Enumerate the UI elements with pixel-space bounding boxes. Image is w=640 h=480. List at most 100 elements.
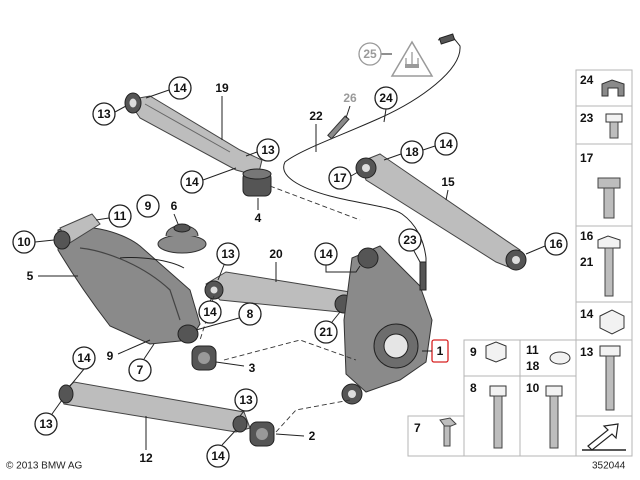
callout-13-bottom-left[interactable]: 13 (34, 412, 58, 436)
svg-text:11: 11 (526, 343, 539, 357)
panel-item-8[interactable]: 8 (470, 381, 507, 449)
next-page-arrow-icon[interactable] (582, 423, 626, 451)
callout-14-right[interactable]: 14 (434, 132, 458, 156)
wear-sensor-cable (283, 33, 461, 290)
panel-item-13[interactable]: 13 (580, 345, 621, 411)
callout-14-mid-left[interactable]: 14 (180, 170, 204, 194)
rubber-bushing-2 (249, 421, 275, 447)
callout-14-top[interactable]: 14 (168, 76, 192, 100)
callout-19[interactable]: 19 (215, 81, 229, 95)
svg-text:25: 25 (363, 47, 377, 61)
panel-item-24[interactable]: 24 (580, 73, 625, 97)
rubber-bushing-3 (191, 345, 217, 371)
svg-text:14: 14 (211, 449, 225, 463)
svg-text:17: 17 (580, 151, 594, 165)
panel-item-16[interactable]: 16 (580, 229, 621, 249)
callout-12[interactable]: 12 (139, 451, 153, 465)
svg-text:10: 10 (526, 381, 540, 395)
callout-13-top[interactable]: 13 (92, 102, 116, 126)
svg-text:24: 24 (580, 73, 594, 87)
svg-text:7: 7 (137, 363, 144, 377)
svg-text:1: 1 (437, 344, 444, 358)
panel-item-7[interactable]: 7 (414, 417, 457, 447)
svg-text:18: 18 (526, 359, 540, 373)
svg-text:13: 13 (39, 417, 53, 431)
svg-text:9: 9 (145, 199, 152, 213)
callout-7-left[interactable]: 7 (128, 358, 152, 382)
svg-text:24: 24 (379, 91, 393, 105)
callout-20[interactable]: 20 (269, 247, 283, 261)
callout-15[interactable]: 15 (441, 175, 455, 189)
rubber-mount-4 (242, 168, 272, 197)
svg-text:10: 10 (17, 235, 31, 249)
panel-item-10[interactable]: 10 (526, 381, 563, 449)
svg-text:18: 18 (405, 145, 419, 159)
svg-text:13: 13 (261, 143, 275, 157)
svg-text:9: 9 (470, 345, 477, 359)
svg-text:15: 15 (441, 175, 455, 189)
svg-text:8: 8 (470, 381, 477, 395)
callout-25[interactable]: 25 (358, 42, 382, 66)
copyright-text: © 2013 BMW AG (6, 461, 83, 472)
tension-strut-12 (58, 381, 251, 433)
svg-text:5: 5 (27, 269, 34, 283)
svg-text:13: 13 (239, 393, 253, 407)
svg-text:21: 21 (580, 255, 594, 269)
callout-2[interactable]: 2 (309, 429, 316, 443)
panel-item-17[interactable]: 17 (580, 151, 621, 219)
electrical-warning-symbol-icon (390, 40, 434, 77)
callout-26[interactable]: 26 (343, 91, 357, 105)
callout-13-mid[interactable]: 13 (216, 242, 240, 266)
trailing-arm-19 (124, 92, 263, 177)
callout-14-left-mid[interactable]: 14 (198, 300, 222, 324)
diagram-number: 352044 (592, 461, 626, 472)
callout-13-upper-right[interactable]: 13 (256, 138, 280, 162)
callout-17[interactable]: 17 (328, 166, 352, 190)
callout-14-center[interactable]: 14 (314, 242, 338, 266)
svg-text:14: 14 (580, 307, 594, 321)
svg-text:14: 14 (185, 175, 199, 189)
svg-text:14: 14 (319, 247, 333, 261)
svg-text:22: 22 (309, 109, 323, 123)
svg-text:26: 26 (343, 91, 357, 105)
svg-text:17: 17 (333, 171, 347, 185)
wishbone-5 (53, 213, 201, 345)
svg-text:2: 2 (309, 429, 316, 443)
svg-text:9: 9 (107, 349, 114, 363)
callout-21-center[interactable]: 21 (314, 320, 338, 344)
camber-arm-20 (204, 271, 357, 314)
callout-4[interactable]: 4 (255, 211, 262, 225)
callout-24[interactable]: 24 (374, 86, 398, 110)
callout-5[interactable]: 5 (27, 269, 34, 283)
callout-16[interactable]: 16 (544, 232, 568, 256)
svg-text:14: 14 (77, 351, 91, 365)
callout-22[interactable]: 22 (309, 109, 323, 123)
callout-3[interactable]: 3 (249, 361, 256, 375)
callout-8-left[interactable]: 8 (238, 302, 262, 326)
panel-item-21[interactable]: 21 (580, 247, 614, 297)
panel-item-9[interactable]: 9 (470, 341, 507, 363)
callout-1-highlighted[interactable]: 1 (431, 339, 449, 363)
svg-text:16: 16 (580, 229, 594, 243)
panel-item-23[interactable]: 23 (580, 111, 623, 139)
callout-9-lower-left[interactable]: 9 (107, 349, 114, 363)
fastener-panel (407, 69, 633, 457)
callout-6[interactable]: 6 (171, 199, 178, 213)
callout-18[interactable]: 18 (400, 140, 424, 164)
svg-text:3: 3 (249, 361, 256, 375)
svg-text:19: 19 (215, 81, 229, 95)
callout-23-center[interactable]: 23 (398, 228, 422, 252)
panel-item-14[interactable]: 14 (580, 307, 625, 335)
panel-item-11[interactable]: 11 (526, 343, 571, 365)
callout-14-lower-left[interactable]: 14 (72, 346, 96, 370)
callout-14-bottom[interactable]: 14 (206, 444, 230, 468)
svg-text:8: 8 (247, 307, 254, 321)
panel-item-18[interactable]: 18 (526, 359, 540, 373)
callout-10-left[interactable]: 10 (12, 230, 36, 254)
callout-11-left[interactable]: 11 (108, 204, 132, 228)
svg-text:4: 4 (255, 211, 262, 225)
pin-26 (327, 115, 350, 140)
callout-9-top-left[interactable]: 9 (136, 194, 160, 218)
callout-13-bottom-right[interactable]: 13 (234, 388, 258, 412)
